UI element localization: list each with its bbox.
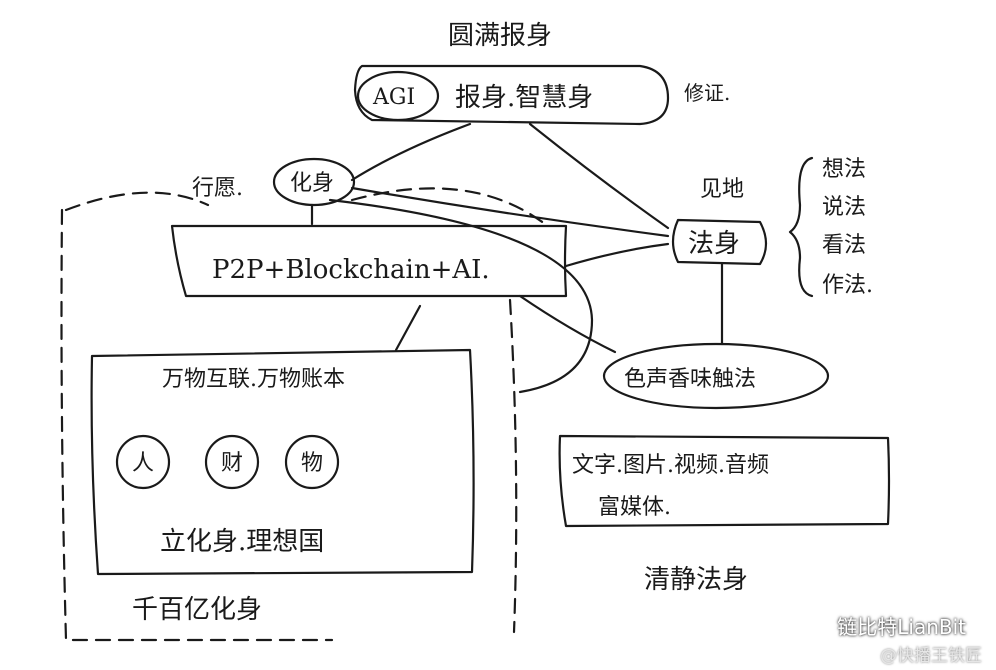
wealth-label: 财	[221, 451, 243, 476]
things-circle	[284, 434, 340, 490]
method-2: 说法	[822, 195, 866, 220]
line-tech-to-dharma	[564, 242, 670, 268]
method-3: 看法	[822, 233, 866, 258]
line-avatar-to-dharma	[350, 186, 670, 238]
wealth-circle	[204, 434, 260, 490]
billions-label: 千百亿化身	[132, 595, 262, 625]
media-line2: 富媒体.	[598, 495, 671, 520]
dashed-boundary-right	[508, 298, 518, 634]
dharma-body-label: 法身	[688, 229, 740, 259]
things-label: 物	[301, 451, 323, 476]
report-body-label: 报身.智慧身	[455, 83, 593, 113]
people-label: 人	[132, 451, 154, 476]
watermark-account: @快播王铁匠	[880, 646, 982, 666]
tech-box	[170, 224, 568, 298]
pure-body-label: 清静法身	[644, 565, 748, 595]
senses-oval	[602, 342, 830, 410]
interconnect-label: 万物互联.万物账本	[162, 367, 345, 392]
line-tech-to-senses	[518, 294, 617, 354]
agi-label: AGI	[372, 85, 415, 110]
watermark-brand-text: 链比特LianBit	[837, 615, 966, 639]
dashed-boundary-top-left	[64, 191, 210, 212]
dashed-boundary-left	[60, 208, 334, 642]
tech-label: P2P+Blockchain+AI.	[212, 255, 490, 285]
methods-brace	[788, 156, 814, 298]
method-4: 作法.	[822, 273, 873, 298]
top-title: 圆满报身	[448, 21, 552, 51]
method-1: 想法	[822, 157, 866, 182]
line-top-to-avatar	[350, 122, 472, 182]
wechat-icon	[805, 616, 831, 634]
watermark-brand: 链比特LianBit	[805, 611, 966, 640]
avatar-label: 化身	[290, 171, 334, 196]
avatar-oval	[272, 157, 356, 207]
media-box	[558, 434, 891, 528]
report-body-box	[353, 64, 670, 126]
agi-oval	[356, 70, 440, 122]
cultivate-label: 修证.	[684, 81, 730, 105]
dashed-boundary-top-right	[350, 187, 547, 226]
line-tech-to-interconnect	[394, 304, 422, 352]
senses-label: 色声香味触法	[624, 367, 756, 392]
ideal-label: 立化身.理想国	[160, 527, 324, 557]
interconnect-box	[90, 348, 475, 576]
curve-avatar-down	[328, 198, 594, 394]
practice-label: 行愿.	[192, 176, 243, 201]
line-top-to-dharma	[528, 122, 670, 230]
view-label: 见地	[700, 177, 744, 202]
people-circle	[115, 434, 171, 490]
dharma-body-box	[671, 218, 768, 266]
media-line1: 文字.图片.视频.音频	[572, 453, 769, 478]
